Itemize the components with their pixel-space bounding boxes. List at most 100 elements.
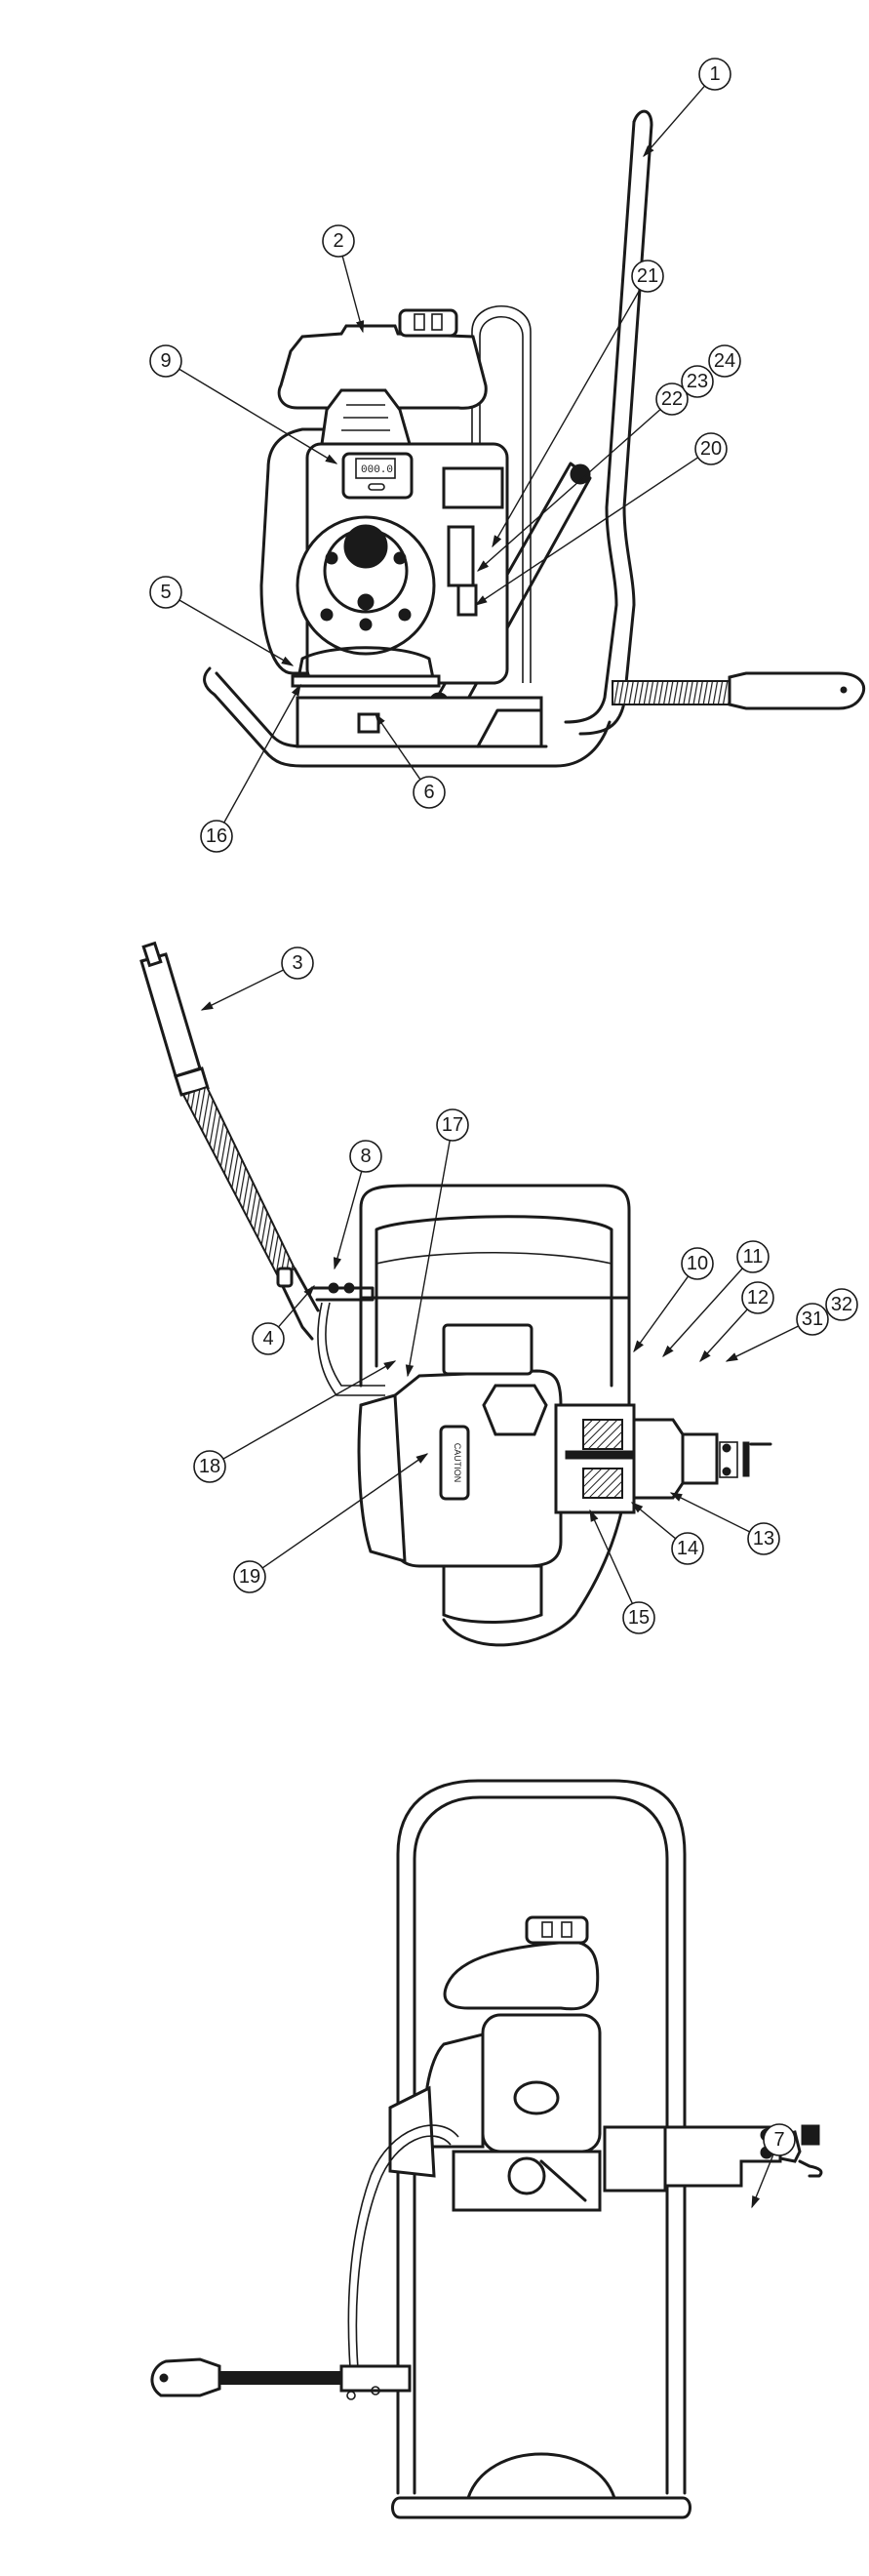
callout-24: 24 — [708, 344, 741, 378]
callout-15: 15 — [589, 1509, 655, 1634]
callout-number: 4 — [262, 1328, 273, 1349]
callout-balloon — [631, 260, 664, 293]
leader-line — [643, 85, 706, 158]
vibrator-head-side — [150, 2357, 221, 2397]
leader-line — [751, 2153, 774, 2209]
callout-number: 7 — [773, 2129, 784, 2151]
callout-number: 15 — [628, 1607, 650, 1629]
callout-32: 32 — [825, 1288, 858, 1321]
callout-number: 17 — [442, 1114, 463, 1136]
callout-2: 2 — [322, 224, 365, 334]
leader-line — [630, 1502, 677, 1540]
leader-line — [200, 969, 284, 1011]
callout-number: 10 — [687, 1253, 708, 1274]
callout-17: 17 — [405, 1108, 469, 1378]
callout-12: 12 — [699, 1281, 774, 1363]
callout-balloon — [763, 2123, 796, 2156]
callout-number: 3 — [292, 952, 302, 974]
leader-line — [178, 368, 338, 464]
callout-balloon — [622, 1601, 655, 1634]
callout-number: 31 — [802, 1308, 823, 1330]
callout-number: 13 — [753, 1528, 774, 1550]
flex-shaft-front — [612, 680, 731, 705]
leader-line — [222, 1360, 397, 1460]
callout-balloon — [708, 344, 741, 378]
leader-line — [223, 683, 301, 824]
callout-number: 20 — [700, 438, 722, 460]
callout-balloon — [233, 1560, 266, 1593]
callout-8: 8 — [333, 1140, 382, 1270]
callout-balloon — [694, 432, 728, 465]
callout-number: 16 — [206, 825, 227, 847]
air-filter-cover — [482, 1384, 548, 1436]
callout-balloon — [736, 1240, 770, 1273]
base-side — [391, 2496, 691, 2519]
callout-20: 20 — [474, 432, 728, 606]
callout-21: 21 — [492, 260, 664, 548]
engine-emblem — [513, 2080, 560, 2115]
callout-number: 24 — [714, 350, 735, 372]
callout-14: 14 — [630, 1502, 704, 1565]
callout-7: 7 — [751, 2123, 796, 2209]
callout-13: 13 — [669, 1492, 780, 1555]
handle-tube — [578, 109, 653, 736]
hose-bracket — [310, 1286, 375, 1302]
base-plate — [296, 696, 543, 748]
leader-line — [375, 712, 421, 781]
clutch-shoe-upper — [582, 1419, 623, 1450]
callout-balloon — [193, 1450, 226, 1483]
rear-loop-bar — [471, 304, 532, 683]
callout-number: 23 — [687, 371, 708, 392]
callout-balloon — [747, 1522, 780, 1555]
flex-shaft-side — [215, 2371, 341, 2385]
throttle-cable-side — [347, 2124, 459, 2382]
callout-balloon — [655, 382, 689, 416]
callout-balloon — [200, 820, 233, 853]
leader-line — [492, 289, 641, 548]
callout-number: 19 — [239, 1566, 260, 1588]
callout-23: 23 — [681, 365, 714, 398]
callout-balloon — [413, 776, 446, 809]
callout-balloon — [149, 576, 182, 609]
callout-balloon — [349, 1140, 382, 1173]
callout-10: 10 — [633, 1247, 714, 1353]
callout-balloon — [252, 1322, 285, 1355]
callout-number: 14 — [677, 1538, 698, 1559]
callout-balloon — [796, 1303, 829, 1336]
callout-balloon — [322, 224, 355, 258]
caution-label — [439, 1425, 470, 1501]
leader-line — [699, 1308, 748, 1363]
callout-11: 11 — [662, 1240, 770, 1358]
leader-line — [476, 409, 661, 572]
callout-balloon — [436, 1108, 469, 1142]
callout-6: 6 — [375, 712, 446, 809]
callout-16: 16 — [200, 683, 301, 853]
callout-9: 9 — [149, 344, 338, 464]
leader-line — [341, 256, 365, 334]
leader-line — [333, 1171, 363, 1270]
callout-number: 9 — [160, 350, 171, 372]
callout-22: 22 — [476, 382, 689, 572]
callout-number: 32 — [831, 1294, 852, 1315]
shaft-coupling — [632, 1418, 685, 1500]
callout-number: 18 — [199, 1456, 220, 1477]
callout-4: 4 — [252, 1284, 315, 1355]
callout-balloon — [741, 1281, 774, 1314]
throttle-cable — [317, 1302, 385, 1396]
hour-meter-reading: 000.0 — [361, 464, 393, 476]
caution-label-text: CAUTION — [453, 1443, 462, 1483]
callout-balloon — [281, 946, 314, 980]
callout-31: 31 — [725, 1303, 829, 1362]
callout-number: 2 — [333, 230, 343, 252]
callout-number: 22 — [661, 388, 683, 410]
front-view: 000.0 — [203, 109, 866, 768]
leader-line — [669, 1492, 750, 1533]
leader-line — [725, 1325, 799, 1362]
callout-balloon — [681, 1247, 714, 1280]
callout-balloon — [698, 58, 731, 91]
leader-line — [633, 1275, 690, 1353]
callout-balloon — [825, 1288, 858, 1321]
callout-18: 18 — [193, 1360, 397, 1483]
callout-balloon — [681, 365, 714, 398]
